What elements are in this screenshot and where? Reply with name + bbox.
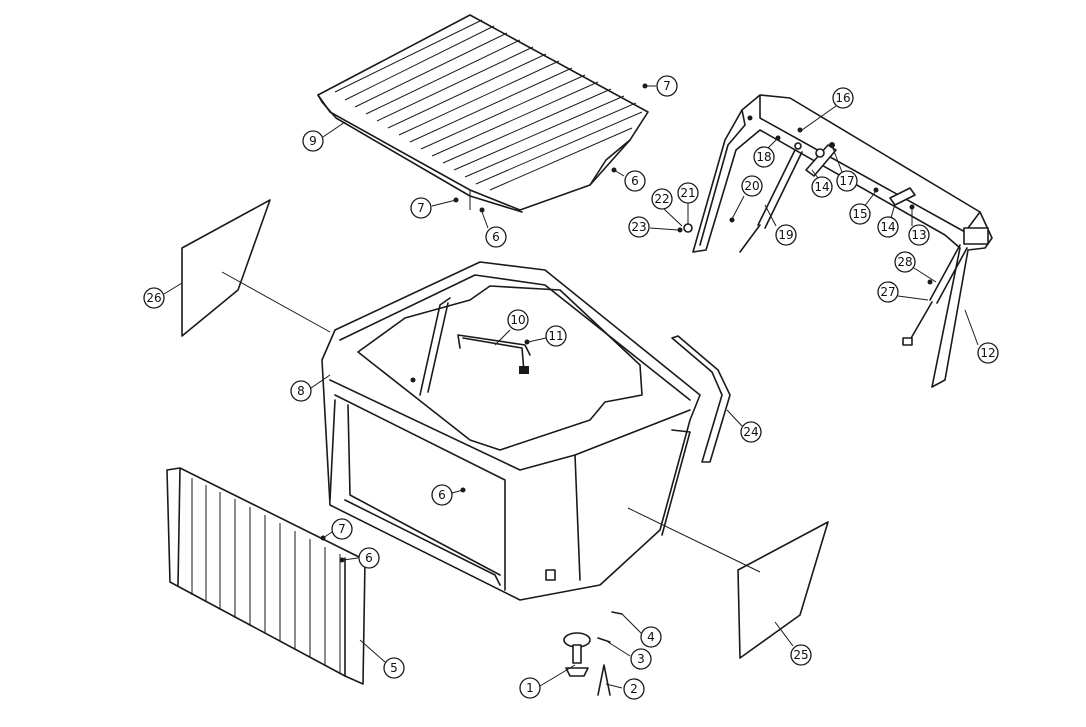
leader-line (627, 507, 761, 573)
callout-16: 16 (801, 87, 854, 131)
roof-ribs (334, 19, 643, 191)
callout-25: 25 (774, 621, 812, 666)
callout-13: 13 (908, 207, 930, 246)
callout-10: 10 (494, 309, 529, 346)
callout-18: 18 (753, 137, 779, 168)
callout-22: 22 (651, 188, 683, 227)
latch-assembly (563, 611, 623, 696)
callout-20: 20 (731, 175, 763, 220)
callout-27: 27 (877, 281, 929, 303)
svg-text:17: 17 (839, 174, 854, 188)
svg-text:14: 14 (880, 220, 895, 234)
svg-text:7: 7 (417, 201, 425, 215)
front-grille-panel (166, 467, 366, 685)
svg-text:6: 6 (438, 488, 446, 502)
callout-8: 8 (290, 374, 331, 402)
gas-strut-right (902, 244, 968, 346)
svg-text:26: 26 (146, 291, 161, 305)
callout-1: 1 (519, 664, 576, 699)
svg-text:18: 18 (756, 150, 771, 164)
callout-14-left: 14 (811, 169, 833, 198)
callout-3: 3 (607, 641, 652, 670)
callout-labels: 1 2 3 4 5 6 6 6 6 7 7 7 8 9 10 11 12 13 … (143, 75, 999, 700)
svg-text:20: 20 (744, 179, 759, 193)
hinge-hardware (320, 83, 933, 563)
callout-17: 17 (831, 145, 858, 192)
svg-text:10: 10 (510, 313, 525, 327)
callout-26: 26 (143, 282, 183, 309)
svg-text:2: 2 (630, 682, 638, 696)
callout-6-body: 6 (431, 484, 464, 506)
svg-text:7: 7 (663, 79, 671, 93)
callout-7-roof-b: 7 (410, 197, 457, 219)
callout-7-front: 7 (322, 518, 353, 540)
svg-text:11: 11 (548, 329, 563, 343)
callout-7-roof-a: 7 (645, 75, 678, 97)
svg-text:27: 27 (880, 285, 895, 299)
callout-28: 28 (894, 251, 937, 283)
svg-text:14: 14 (814, 180, 829, 194)
svg-text:9: 9 (309, 134, 317, 148)
svg-text:25: 25 (793, 648, 808, 662)
svg-text:23: 23 (631, 220, 646, 234)
svg-text:13: 13 (911, 228, 926, 242)
callout-12: 12 (964, 309, 999, 364)
svg-text:16: 16 (835, 91, 850, 105)
svg-text:6: 6 (492, 230, 500, 244)
svg-text:22: 22 (654, 192, 669, 206)
callout-15: 15 (849, 190, 877, 225)
callout-14-right: 14 (877, 203, 899, 238)
callout-23: 23 (628, 216, 679, 238)
svg-text:24: 24 (743, 425, 758, 439)
svg-text:3: 3 (637, 652, 645, 666)
callout-24: 24 (726, 409, 762, 443)
callout-2: 2 (605, 678, 645, 700)
callout-21: 21 (677, 182, 699, 224)
leader-line (221, 271, 331, 333)
svg-text:15: 15 (852, 207, 867, 221)
svg-text:21: 21 (680, 186, 695, 200)
svg-text:1: 1 (526, 681, 534, 695)
callout-6-front: 6 (342, 547, 380, 569)
svg-text:5: 5 (390, 661, 398, 675)
svg-text:8: 8 (297, 384, 305, 398)
callout-11: 11 (527, 325, 567, 347)
callout-6-roof-a: 6 (613, 169, 646, 192)
rear-door-frame (692, 94, 993, 388)
svg-text:6: 6 (365, 551, 373, 565)
side-glass-left (181, 199, 271, 337)
svg-text:6: 6 (631, 174, 639, 188)
cab-body (321, 261, 701, 601)
callout-5: 5 (359, 639, 405, 679)
callout-4: 4 (621, 613, 662, 648)
svg-text:12: 12 (980, 346, 995, 360)
callout-6-roof-b: 6 (481, 211, 507, 248)
callout-9: 9 (302, 121, 346, 152)
gas-strut-left (739, 142, 803, 253)
svg-text:7: 7 (338, 522, 346, 536)
svg-text:4: 4 (647, 630, 655, 644)
svg-text:28: 28 (897, 255, 912, 269)
roof-panel (317, 14, 649, 213)
callout-19: 19 (764, 204, 797, 246)
svg-text:19: 19 (778, 228, 793, 242)
side-glass-right (737, 521, 829, 659)
seal-strip (671, 335, 731, 463)
